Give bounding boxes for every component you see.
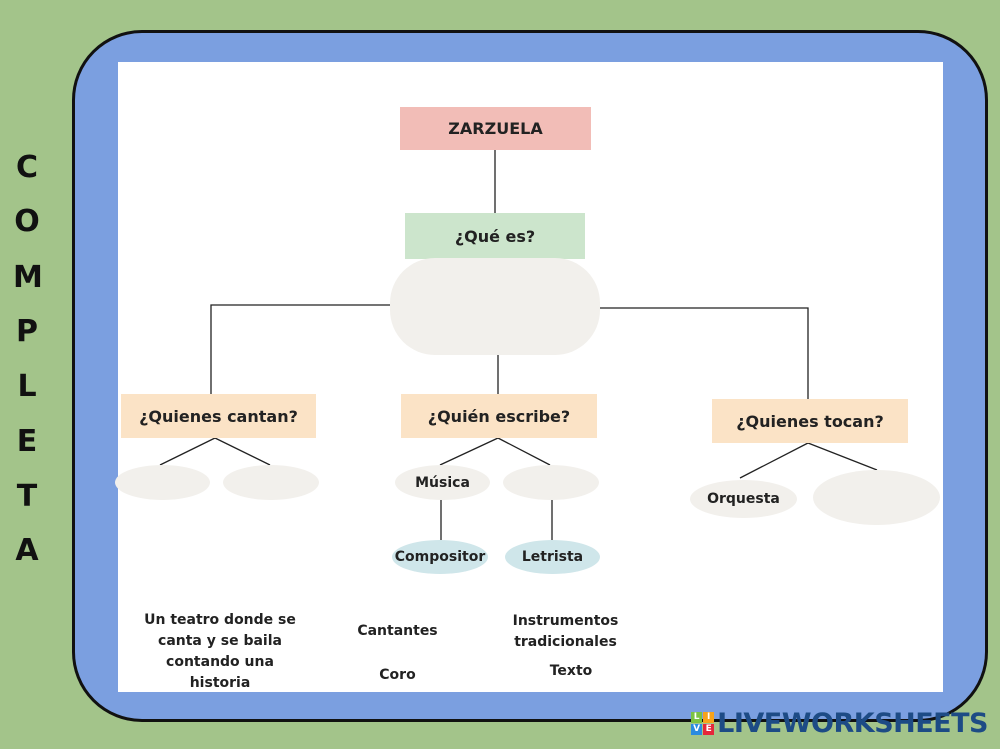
answer-option-cantantes[interactable]: Cantantes [357,623,438,639]
liveworksheets-logo-icon: L I V E [691,712,715,735]
orquesta-node: Orquesta [690,480,797,518]
side-letter: C [15,150,39,185]
compositor-node: Compositor [392,540,488,574]
side-letter: O [14,204,40,239]
side-letter: P [16,314,38,349]
what-is-node: ¿Qué es? [405,213,585,259]
logo-icon-letter: I [703,712,715,723]
logo-icon-letter: E [703,724,715,735]
side-letter: A [15,533,39,568]
letrista-node: Letrista [505,540,600,574]
logo-icon-letter: L [691,712,703,723]
who-writes-node: ¿Quién escribe? [401,394,597,438]
side-letter: L [17,369,37,404]
root-node: ZARZUELA [400,107,591,150]
answer-option-texto[interactable]: Texto [549,663,593,679]
liveworksheets-logo-text: LIVEWORKSHEETS [717,708,988,739]
side-letter: M [13,260,43,295]
musica-node: Música [395,465,490,500]
answer-drop-write[interactable] [503,465,599,500]
answer-drop-sing-2[interactable] [223,465,319,500]
answer-option-teatro[interactable]: Un teatro donde se canta y se baila cont… [144,612,296,691]
who-plays-node: ¿Quienes tocan? [712,399,908,443]
logo-icon-letter: V [691,724,703,735]
answer-option-coro[interactable]: Coro [379,667,416,683]
side-letter: T [16,479,38,514]
answer-drop-play[interactable] [813,470,940,525]
who-sings-node: ¿Quienes cantan? [121,394,316,438]
worksheet-panel [118,62,943,692]
answer-drop-sing-1[interactable] [115,465,210,500]
side-letter: E [16,424,38,459]
liveworksheets-logo: L I V E LIVEWORKSHEETS [691,708,988,739]
answer-drop-what[interactable] [390,258,600,355]
answer-option-instrumentos[interactable]: Instrumentos tradicionales [512,613,619,650]
